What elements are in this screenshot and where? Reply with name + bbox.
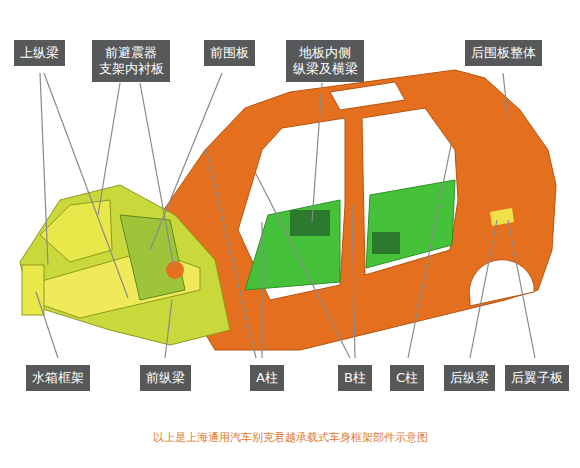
caption: 以上是上海通用汽车别克君越承载式车身框架部件示意图 — [0, 430, 580, 445]
leader-line — [140, 83, 174, 268]
part-name: 前围板 — [210, 45, 249, 61]
callout-box: A柱 — [250, 365, 284, 391]
leader-line — [98, 83, 120, 215]
leader-line — [206, 150, 256, 358]
floor-crossmember — [290, 210, 330, 236]
part-name: 水箱框架 — [32, 370, 84, 386]
leader-line — [165, 300, 172, 358]
leader-line — [312, 83, 322, 222]
rear-wheel-arch — [469, 260, 534, 306]
part-name: 后翼子板 — [511, 370, 563, 386]
callout-box: 后纵梁 — [444, 365, 495, 391]
leader-line — [150, 73, 222, 250]
leader-line — [352, 205, 355, 358]
rear-wheelhouse — [490, 208, 514, 226]
callout-box: 地板内侧 纵梁及横梁 — [286, 40, 364, 82]
callout-box: C柱 — [390, 365, 424, 391]
part-name: 前纵梁 — [146, 370, 185, 386]
floor-crossmember — [372, 232, 400, 254]
callout-box: B柱 — [338, 365, 372, 391]
front-frame — [20, 185, 230, 345]
callout-box: 前围板 — [204, 40, 255, 66]
callout-box: 前避震器 支架内衬板 — [92, 40, 170, 82]
leader-line — [44, 73, 128, 298]
callout-box: 水箱框架 — [26, 365, 90, 391]
leader-line — [255, 172, 350, 358]
callout-box: 后围板整体 — [465, 40, 542, 66]
callout-box: 前纵梁 — [140, 365, 191, 391]
callout-box: 后翼子板 — [505, 365, 569, 391]
leader-line — [408, 140, 452, 358]
part-name: 地板内侧 纵梁及横梁 — [292, 45, 358, 77]
leader-line — [40, 73, 48, 265]
part-name: 前避震器 支架内衬板 — [98, 45, 164, 77]
rear-door-opening — [362, 108, 458, 275]
leader-lines — [36, 73, 535, 358]
leader-line — [261, 222, 262, 358]
sunroof — [330, 82, 405, 110]
leader-line — [503, 73, 508, 118]
part-name: 上纵梁 — [20, 45, 59, 61]
part-name: 后围板整体 — [471, 45, 536, 61]
front-door-opening — [238, 118, 345, 300]
leader-line — [36, 292, 58, 358]
shock-tower — [40, 200, 112, 262]
part-name: B柱 — [344, 370, 366, 386]
part-name: C柱 — [396, 370, 418, 386]
callout-box: 上纵梁 — [14, 40, 65, 66]
strut-mount — [166, 261, 184, 279]
part-name: A柱 — [256, 370, 278, 386]
leader-line — [508, 220, 535, 358]
part-name: 后纵梁 — [450, 370, 489, 386]
leader-line — [470, 220, 497, 358]
firewall — [120, 215, 185, 300]
